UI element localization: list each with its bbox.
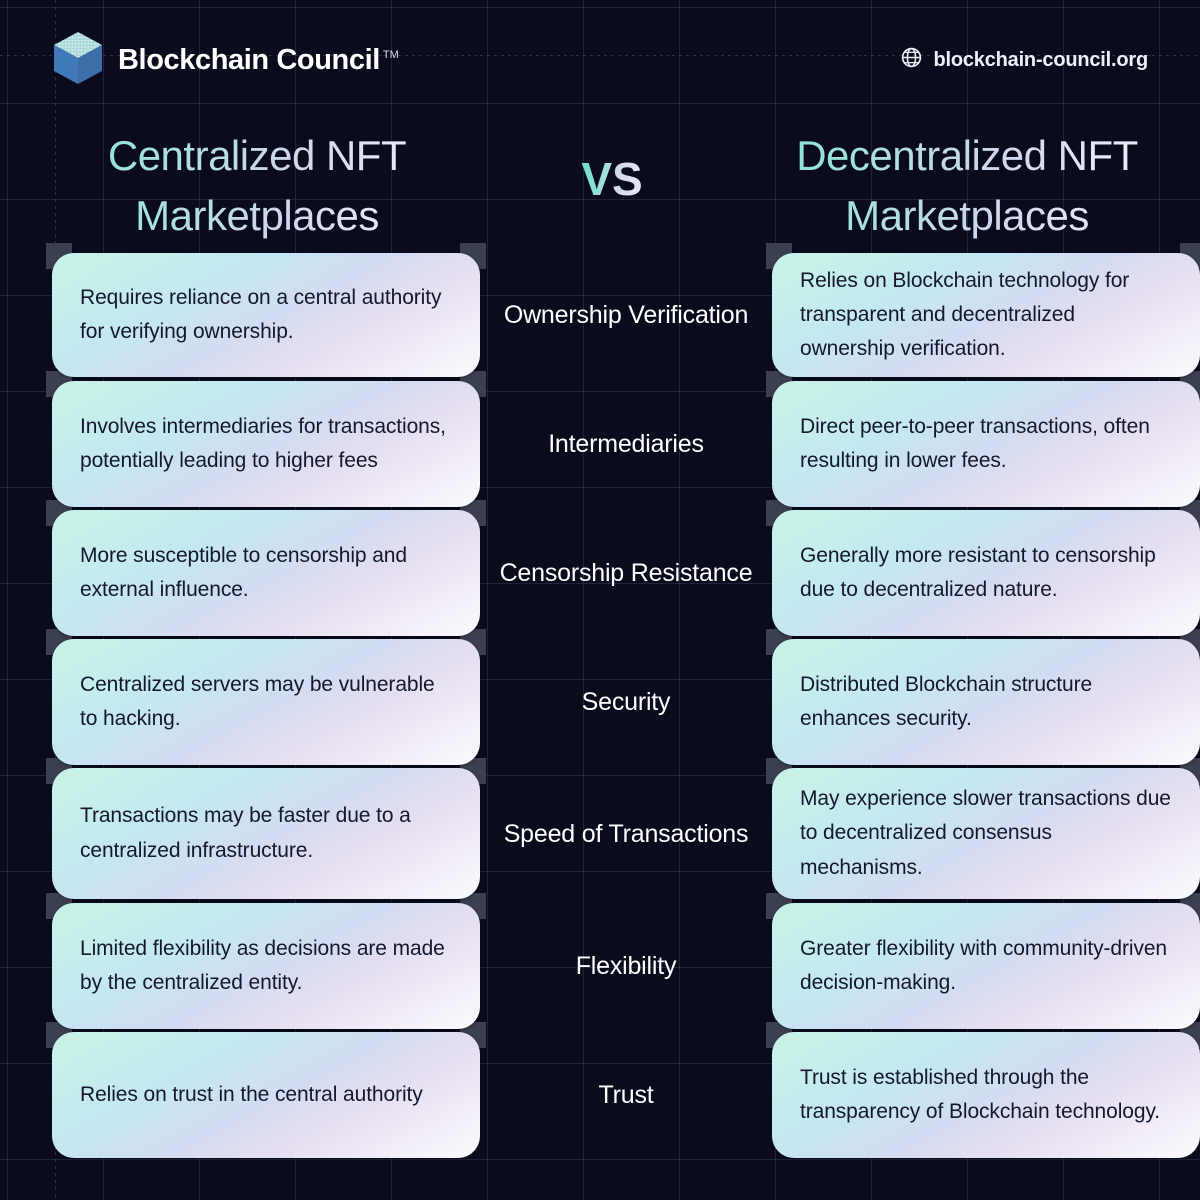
table-row: Limited flexibility as decisions are mad… [0,893,1200,1029]
trademark-symbol: TM [382,48,399,61]
row-label: Ownership Verification [503,301,749,329]
centralized-card[interactable]: Limited flexibility as decisions are mad… [46,893,486,1029]
centralized-card-text: Transactions may be faster due to a cent… [80,804,411,862]
vs-badge: VS [581,153,643,205]
centralized-card[interactable]: Involves intermediaries for transactions… [46,371,486,507]
centralized-card[interactable]: Centralized servers may be vulnerable to… [46,629,486,765]
right-title-column: Decentralized NFT Marketplaces [734,120,1200,245]
decentralized-card-text: Generally more resistant to censorship d… [800,543,1156,601]
row-label-cell: Intermediaries [480,381,772,507]
left-column-title: Centralized NFT Marketplaces [24,126,490,245]
centralized-card[interactable]: Relies on trust in the central authority [46,1022,486,1158]
row-label-cell: Trust [480,1032,772,1158]
centralized-card-text: More susceptible to censorship and exter… [80,543,407,601]
row-label: Censorship Resistance [499,559,753,587]
decentralized-card-text: Relies on Blockchain technology for tran… [800,268,1130,360]
row-label: Flexibility [575,952,677,980]
row-label-cell: Flexibility [480,903,772,1029]
titles-row: Centralized NFT Marketplaces VS Decentra… [0,120,1200,248]
website-url: blockchain-council.org [933,48,1148,71]
decentralized-card-text: Greater flexibility with community-drive… [800,936,1168,994]
centralized-card-text: Involves intermediaries for transactions… [80,414,446,472]
row-label: Security [581,688,671,716]
centralized-card-text: Requires reliance on a central authority… [80,285,442,343]
table-row: Relies on trust in the central authority… [0,1022,1200,1158]
decentralized-card[interactable]: May experience slower transactions due t… [766,758,1200,899]
table-row: Centralized servers may be vulnerable to… [0,629,1200,765]
table-row: Requires reliance on a central authority… [0,243,1200,377]
comparison-table: Requires reliance on a central authority… [0,243,1200,1200]
row-label: Trust [598,1081,654,1109]
decentralized-card-text: May experience slower transactions due t… [800,787,1171,879]
decentralized-card[interactable]: Relies on Blockchain technology for tran… [766,243,1200,377]
cube-icon [52,30,104,91]
table-row: More susceptible to censorship and exter… [0,500,1200,636]
decentralized-card-text: Direct peer-to-peer transactions, often … [800,414,1150,472]
row-label-cell: Ownership Verification [480,253,772,377]
table-row: Transactions may be faster due to a cent… [0,758,1200,899]
table-row: Involves intermediaries for transactions… [0,371,1200,507]
row-label-cell: Speed of Transactions [480,768,772,899]
centralized-card-text: Centralized servers may be vulnerable to… [80,672,435,730]
centralized-card[interactable]: Requires reliance on a central authority… [46,243,486,377]
row-label: Intermediaries [548,430,704,458]
centralized-card[interactable]: More susceptible to censorship and exter… [46,500,486,636]
decentralized-card[interactable]: Distributed Blockchain structure enhance… [766,629,1200,765]
vs-column: VS [490,120,734,206]
decentralized-card-text: Trust is established through the transpa… [800,1065,1161,1123]
row-label: Speed of Transactions [503,819,749,848]
centralized-card-text: Relies on trust in the central authority [80,1082,423,1106]
globe-icon [901,47,922,74]
left-title-column: Centralized NFT Marketplaces [24,120,490,245]
centralized-card[interactable]: Transactions may be faster due to a cent… [46,758,486,899]
decentralized-card[interactable]: Generally more resistant to censorship d… [766,500,1200,636]
row-label-cell: Security [480,639,772,765]
decentralized-card-text: Distributed Blockchain structure enhance… [800,672,1093,730]
right-column-title: Decentralized NFT Marketplaces [734,126,1200,245]
website-link[interactable]: blockchain-council.org [901,47,1148,74]
decentralized-card[interactable]: Trust is established through the transpa… [766,1022,1200,1158]
decentralized-card[interactable]: Direct peer-to-peer transactions, often … [766,371,1200,507]
centralized-card-text: Limited flexibility as decisions are mad… [80,936,445,994]
decentralized-card[interactable]: Greater flexibility with community-drive… [766,893,1200,1029]
row-label-cell: Censorship Resistance [480,510,772,636]
